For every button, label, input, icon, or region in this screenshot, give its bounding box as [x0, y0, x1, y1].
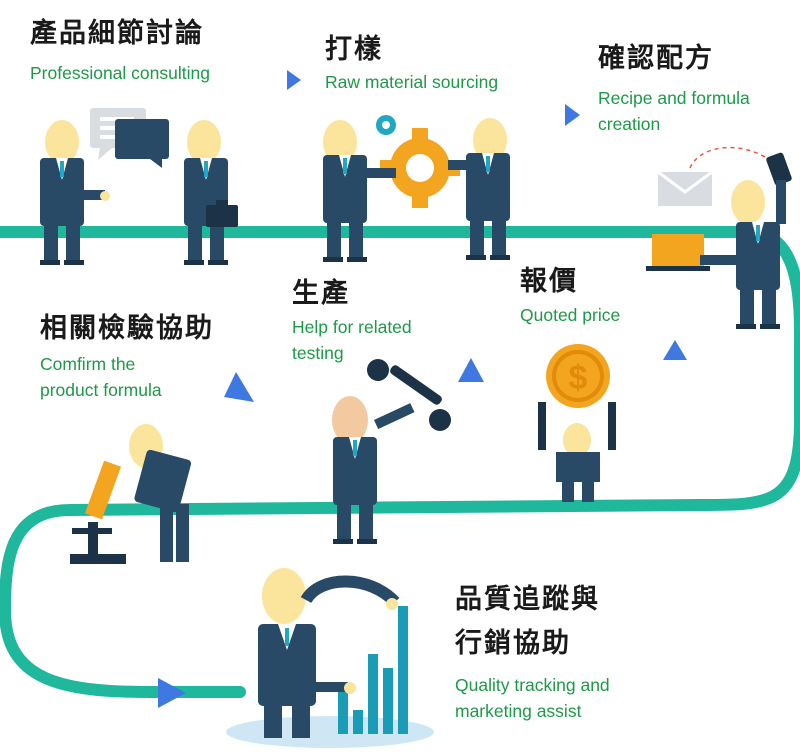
process-path: [0, 226, 800, 698]
step3-subtitle-line1: Recipe and formula: [598, 88, 750, 108]
step6-title: 相關檢驗協助: [40, 313, 214, 344]
arrow-icon: [663, 340, 687, 360]
coin-icon: $: [546, 344, 610, 408]
arrow-icon: [565, 104, 580, 126]
step7-title-line1: 品質追蹤與: [455, 584, 600, 615]
arrow-icon: [224, 372, 254, 402]
step3-title: 確認配方: [598, 43, 714, 74]
arrow-icon: [287, 70, 301, 90]
person-inspector: [129, 424, 192, 562]
person-client-right: [184, 120, 238, 265]
microscope-icon: [70, 460, 126, 564]
person-price: [538, 402, 616, 502]
step2-title: 打樣: [325, 34, 383, 65]
bar-chart-icon: [338, 606, 408, 734]
step1-subtitle: Professional consulting: [30, 63, 210, 83]
step6-subtitle-line1: Comfirm the: [40, 354, 136, 374]
step5-title: 生產: [292, 278, 350, 309]
gear-icon: [376, 115, 460, 208]
wrench-icon: [367, 359, 451, 431]
step6-subtitle-line2: product formula: [40, 380, 162, 400]
person-marketer: [258, 568, 400, 738]
svg-text:$: $: [569, 359, 588, 397]
person-supplier-left: [323, 120, 396, 262]
arrow-icon: [158, 678, 186, 708]
speech-bubble-icon: [90, 108, 169, 168]
step4-title: 報價: [520, 266, 578, 297]
person-supplier-right: [448, 118, 510, 260]
step3-subtitle-line2: creation: [598, 114, 661, 134]
step2-subtitle: Raw material sourcing: [325, 72, 499, 92]
step5-subtitle-line2: testing: [292, 343, 344, 363]
step5-subtitle-line1: Help for related: [292, 317, 412, 337]
step4-subtitle: Quoted price: [520, 305, 621, 325]
phone-icon: [766, 152, 792, 186]
step1-title: 產品細節討論: [30, 18, 204, 49]
laptop-icon: [646, 234, 710, 271]
step7-subtitle-line1: Quality tracking and: [455, 675, 610, 695]
person-consultant-left: [40, 120, 110, 265]
step7-title-line2: 行銷協助: [455, 628, 571, 659]
person-technician: [332, 396, 415, 544]
envelope-icon: [657, 170, 713, 206]
step7-subtitle-line2: marketing assist: [455, 701, 582, 721]
person-formulator: [700, 180, 786, 329]
arrow-icon: [458, 358, 484, 382]
